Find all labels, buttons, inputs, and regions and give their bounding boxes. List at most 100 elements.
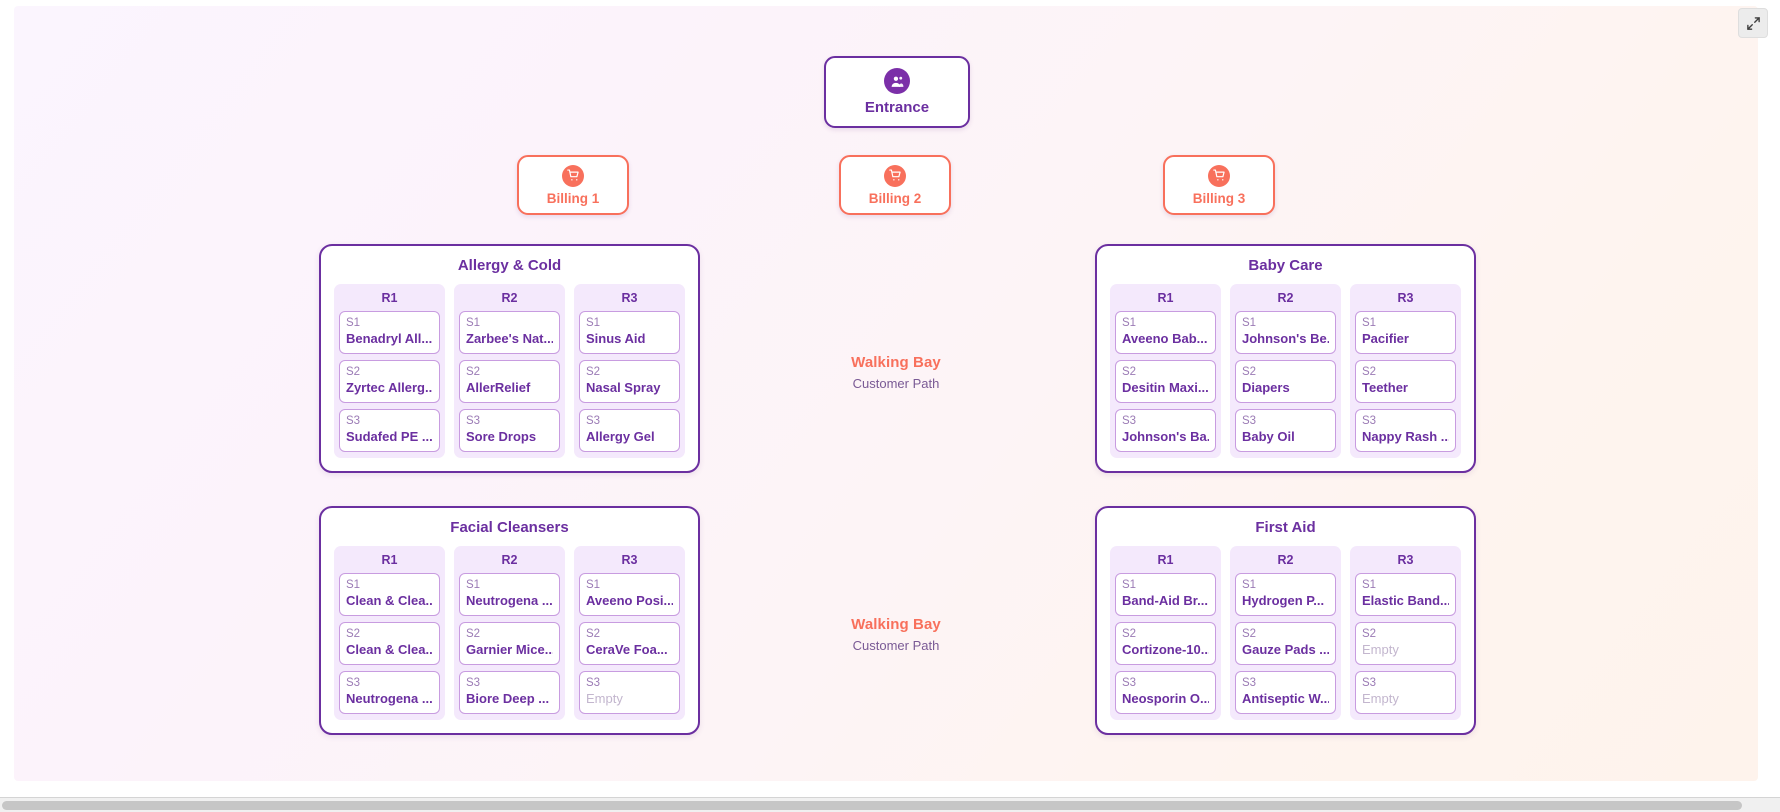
store-layout-canvas[interactable]: Entrance Billing 1 Billing 2 bbox=[14, 6, 1758, 781]
shelf-slot-product-name: Aveeno Posi... bbox=[586, 593, 673, 608]
shopping-cart-icon bbox=[1208, 164, 1230, 187]
shelf-slot-empty-label: Empty bbox=[1362, 642, 1399, 657]
section-title: First Aid bbox=[1255, 519, 1316, 536]
entrance-node[interactable]: Entrance bbox=[824, 56, 970, 128]
billing-counter-1[interactable]: Billing 1 bbox=[517, 155, 629, 215]
horizontal-scrollbar[interactable] bbox=[0, 797, 1780, 812]
shelf-slot-product-name: Sinus Aid bbox=[586, 331, 646, 346]
walking-bay-1-subtitle: Customer Path bbox=[852, 376, 940, 391]
rack-label: R1 bbox=[1157, 553, 1174, 567]
shelf-slot-product-name: Garnier Mice... bbox=[466, 642, 553, 657]
shelf-slot-product-name: Clean & Clea... bbox=[346, 593, 433, 608]
section-title: Allergy & Cold bbox=[457, 257, 562, 274]
shelf-slot-product-name: Elastic Band... bbox=[1362, 593, 1449, 608]
walking-bay-1-title: Walking Bay bbox=[851, 354, 941, 371]
shelf-slot-product-name: Pacifier bbox=[1362, 331, 1409, 346]
shelf-slot-product-name: Aveeno Bab... bbox=[1122, 331, 1208, 346]
walking-bay-2-title: Walking Bay bbox=[851, 616, 941, 633]
shelf-slot-id: S1 bbox=[586, 579, 601, 591]
shelf-slot-product-name: Teether bbox=[1362, 380, 1408, 395]
shelf-slot-product-name: Nasal Spray bbox=[586, 380, 661, 395]
shelf-slot-id: S3 bbox=[1362, 415, 1377, 427]
billing-counter-3[interactable]: Billing 3 bbox=[1163, 155, 1275, 215]
shelf-slot-id: S1 bbox=[1122, 579, 1137, 591]
shelf-slot-product-name: Zarbee's Nat... bbox=[466, 331, 553, 346]
entrance-label: Entrance bbox=[864, 99, 930, 116]
shelf-slot-id: S1 bbox=[586, 317, 601, 329]
billing-counter-2[interactable]: Billing 2 bbox=[839, 155, 951, 215]
shelf-slot-product-name: Baby Oil bbox=[1242, 429, 1295, 444]
shelf-slot-id: S1 bbox=[466, 317, 481, 329]
shelf-slot-product-name: Neutrogena ... bbox=[346, 691, 433, 706]
shopping-cart-icon bbox=[562, 164, 584, 187]
walking-bay-2-subtitle: Customer Path bbox=[852, 638, 940, 653]
horizontal-scrollbar-thumb[interactable] bbox=[2, 801, 1742, 810]
shelf-slot-product-name: Johnson's Ba... bbox=[1122, 429, 1209, 444]
shelf-slot-id: S1 bbox=[346, 317, 361, 329]
shelf-slot-product-name: Sudafed PE ... bbox=[346, 429, 433, 444]
expand-icon[interactable] bbox=[1738, 8, 1768, 38]
shelf-slot-id: S2 bbox=[346, 628, 361, 640]
shelf-slot-id: S1 bbox=[1242, 317, 1257, 329]
shelf-slot-id: S1 bbox=[1122, 317, 1137, 329]
shelf-slot-id: S3 bbox=[1122, 677, 1137, 689]
shelf-slot-id: S3 bbox=[1122, 415, 1137, 427]
